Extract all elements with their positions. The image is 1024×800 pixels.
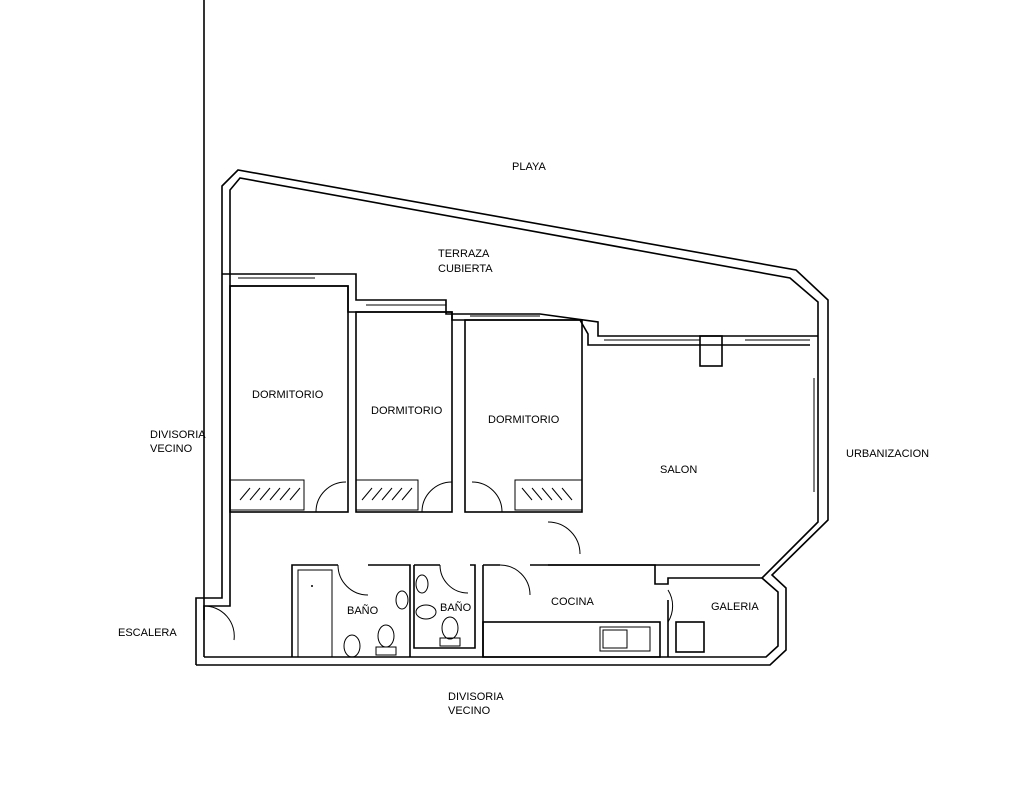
- room-salon: SALON: [660, 464, 697, 476]
- label-vecino-left: VECINO: [150, 443, 193, 455]
- room-bano-2: BAÑO: [440, 601, 472, 614]
- label-divisoria-left: DIVISORIA: [150, 429, 206, 441]
- exterior-walls: [195, 0, 829, 666]
- label-playa: PLAYA: [512, 161, 546, 173]
- label-cubierta: CUBIERTA: [438, 263, 493, 275]
- room-dormitorio-3: DORMITORIO: [488, 414, 560, 426]
- label-escalera: ESCALERA: [118, 627, 177, 639]
- label-urbanizacion: URBANIZACION: [846, 448, 929, 460]
- service-rooms: [203, 564, 762, 658]
- facade-walls: [222, 273, 818, 492]
- label-vecino-bottom: VECINO: [448, 705, 491, 717]
- room-bano-1: BAÑO: [347, 604, 379, 617]
- label-terraza: TERRAZA: [438, 248, 490, 260]
- bedrooms: [229, 285, 583, 555]
- room-dormitorio-2: DORMITORIO: [371, 405, 443, 417]
- label-divisoria-bottom: DIVISORIA: [448, 691, 504, 703]
- room-cocina: COCINA: [551, 596, 594, 608]
- room-galeria: GALERIA: [711, 601, 759, 613]
- room-dormitorio-1: DORMITORIO: [252, 389, 324, 401]
